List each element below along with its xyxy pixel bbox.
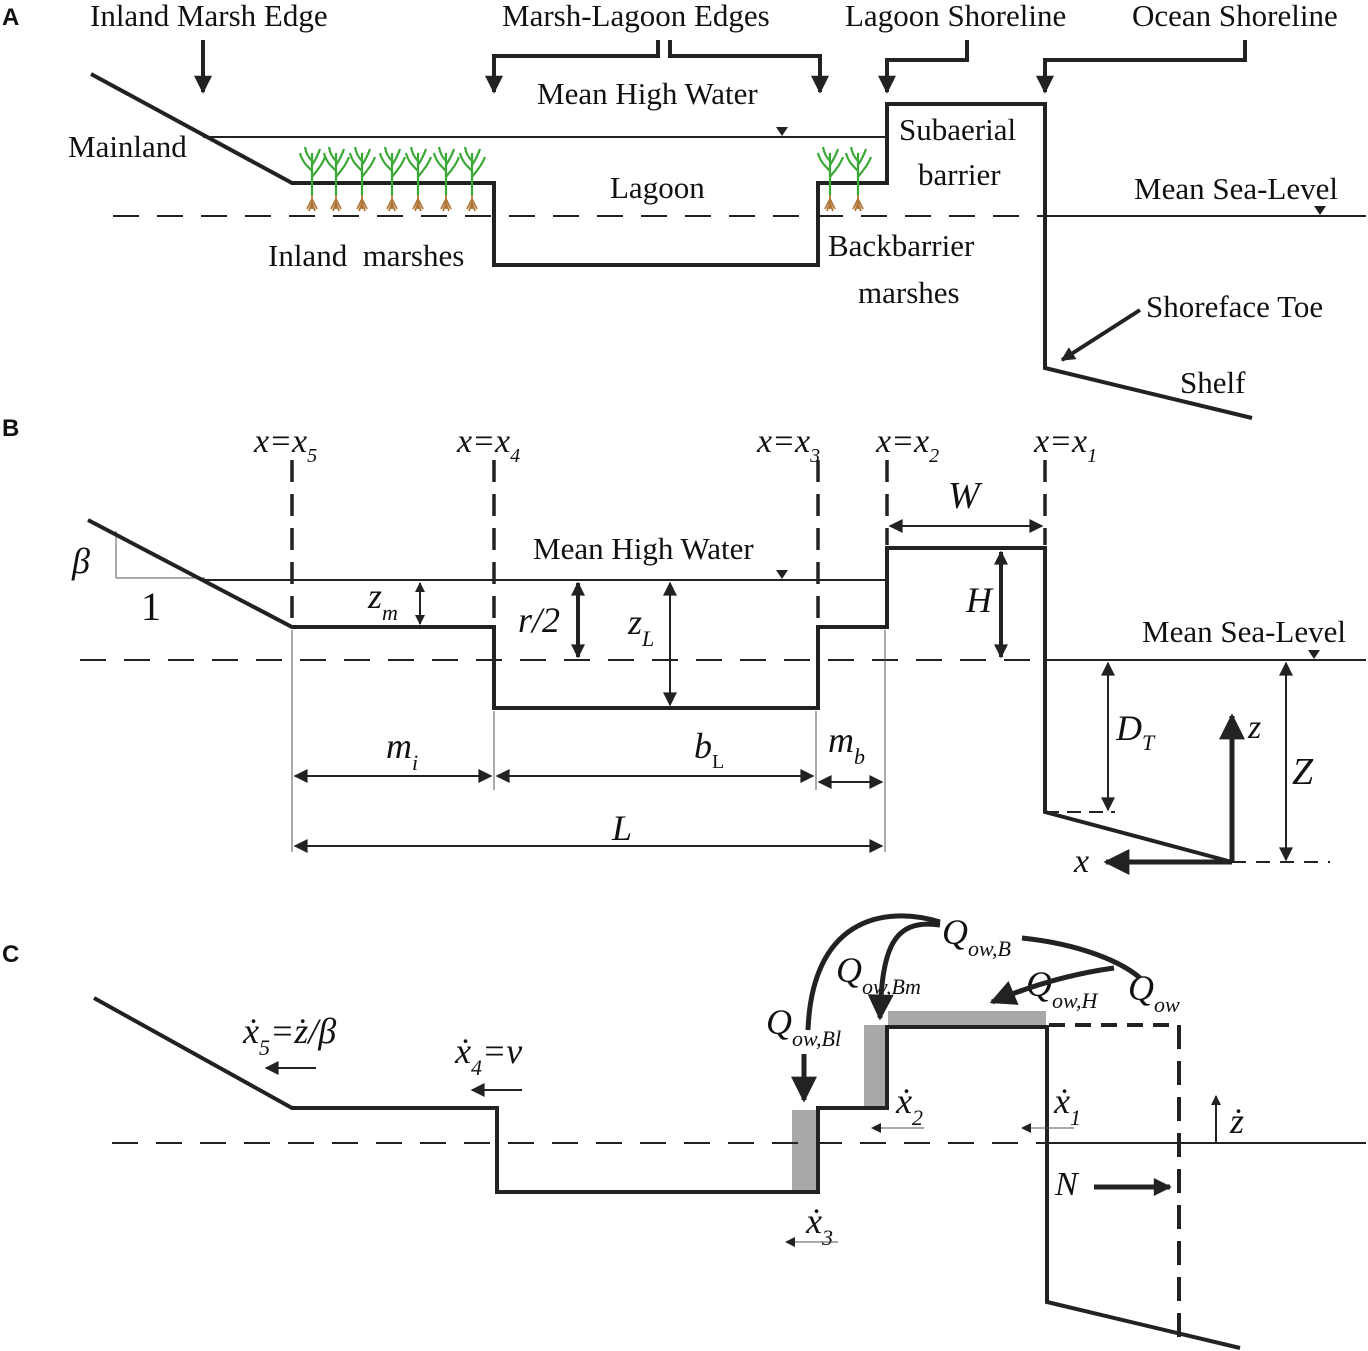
zm-label: zm <box>367 576 398 625</box>
barrier-top-deposit <box>888 1011 1046 1025</box>
z-axis-label: z <box>1247 709 1261 746</box>
barrier-label: barrier <box>918 157 1001 192</box>
qowb-label: Qow,B <box>942 912 1011 961</box>
inland-marsh-plants <box>298 145 487 213</box>
backbarrier-marsh-plants <box>816 145 873 213</box>
w-label: W <box>948 475 983 517</box>
bl-label: bL <box>694 726 724 773</box>
backbarrier-label: Backbarrier <box>828 228 975 263</box>
x4-label: x=x4 <box>456 423 520 467</box>
subaerial-label: Subaerial <box>899 112 1016 147</box>
qow-to-qowb-curve <box>1021 935 1142 980</box>
mean-sea-level-label: Mean Sea-Level <box>1134 171 1338 206</box>
x3-label: x=x3 <box>756 423 820 467</box>
msl-marker-icon <box>1314 206 1326 215</box>
profile-c <box>93 996 1241 1350</box>
mi-label: mi <box>386 726 418 775</box>
mhw-marker-icon <box>776 127 788 136</box>
x-axis-label: x <box>1073 843 1089 880</box>
profile-b <box>87 518 1233 864</box>
panel-c: C ẋ5=ż/β ẋ4=v ẋ3 ẋ2 ẋ1 ż N Qow Qow,B Qow… <box>2 912 1366 1350</box>
qowb-to-qowbm-arrow <box>867 921 941 1021</box>
ocean-shoreline-arrow <box>1036 40 1247 94</box>
qowb-to-qowbl-curve <box>805 913 941 1031</box>
panel-b-label: B <box>2 415 19 442</box>
zl-label: zL <box>627 602 654 651</box>
lagoon-shoreline-arrow <box>878 40 969 94</box>
mb-label: mb <box>828 720 865 769</box>
backbarrier-deposit <box>864 1025 888 1108</box>
l-label: L <box>611 808 632 848</box>
inland-marshes-label: Inland marshes <box>268 238 464 273</box>
x4dot-label: ẋ4=v <box>454 1031 522 1080</box>
panel-c-label: C <box>2 941 19 968</box>
h-label: H <box>965 580 994 620</box>
shoreface-toe-label: Shoreface Toe <box>1146 289 1323 324</box>
profile-a <box>90 72 1253 420</box>
shoreface-toe-arrow <box>1060 308 1142 362</box>
r2-label: r/2 <box>518 600 560 640</box>
msl-marker-icon-b <box>1308 650 1320 659</box>
inland-marsh-edge-label: Inland Marsh Edge <box>90 0 328 33</box>
panel-a-label: A <box>2 4 19 31</box>
mainland-label: Mainland <box>68 129 187 164</box>
lagoon-edge-deposit <box>792 1110 816 1192</box>
panel-b: B x=x5 x=x4 x=x3 x=x2 x=x1 W β 1 Mean Hi… <box>2 415 1366 880</box>
x2dot-label: ẋ2 <box>895 1081 923 1130</box>
mhw-marker-icon-b <box>776 570 788 579</box>
slope-one-label: 1 <box>141 584 161 629</box>
zdot-label: ż <box>1229 1101 1244 1141</box>
panel-a: A Inland Marsh Edge Marsh-Lagoon Edges L… <box>2 0 1366 420</box>
x1-label: x=x1 <box>1033 423 1097 467</box>
marsh-lagoon-edge-right-arrow <box>668 40 829 94</box>
qow-to-qowh-arrow <box>989 965 1115 1005</box>
beta-label: β <box>71 541 90 581</box>
mean-high-water-label-b: Mean High Water <box>533 531 754 566</box>
mean-sea-level-label-b: Mean Sea-Level <box>1142 614 1346 649</box>
mean-high-water-label: Mean High Water <box>537 76 758 111</box>
x3dot-label: ẋ3 <box>805 1201 833 1250</box>
x2-label: x=x2 <box>875 423 939 467</box>
x5-label: x=x5 <box>253 423 317 467</box>
backbarrier-marshes-label: marshes <box>858 275 960 310</box>
n-label: N <box>1054 1166 1080 1203</box>
lagoon-label: Lagoon <box>610 170 705 205</box>
marsh-lagoon-edges-label: Marsh-Lagoon Edges <box>502 0 770 33</box>
dt-label: DT <box>1115 708 1156 755</box>
z-depth-label: Z <box>1292 751 1314 793</box>
lagoon-shoreline-label: Lagoon Shoreline <box>845 0 1066 33</box>
qowbl-label: Qow,Bl <box>766 1002 841 1051</box>
qowbm-label: Qow,Bm <box>836 950 921 999</box>
ocean-shoreline-label: Ocean Shoreline <box>1132 0 1338 33</box>
x1dot-label: ẋ1 <box>1053 1081 1081 1130</box>
shelf-label: Shelf <box>1180 365 1246 400</box>
marsh-lagoon-edge-left-arrow <box>485 40 660 94</box>
x5dot-label: ẋ5=ż/β <box>242 1011 336 1060</box>
